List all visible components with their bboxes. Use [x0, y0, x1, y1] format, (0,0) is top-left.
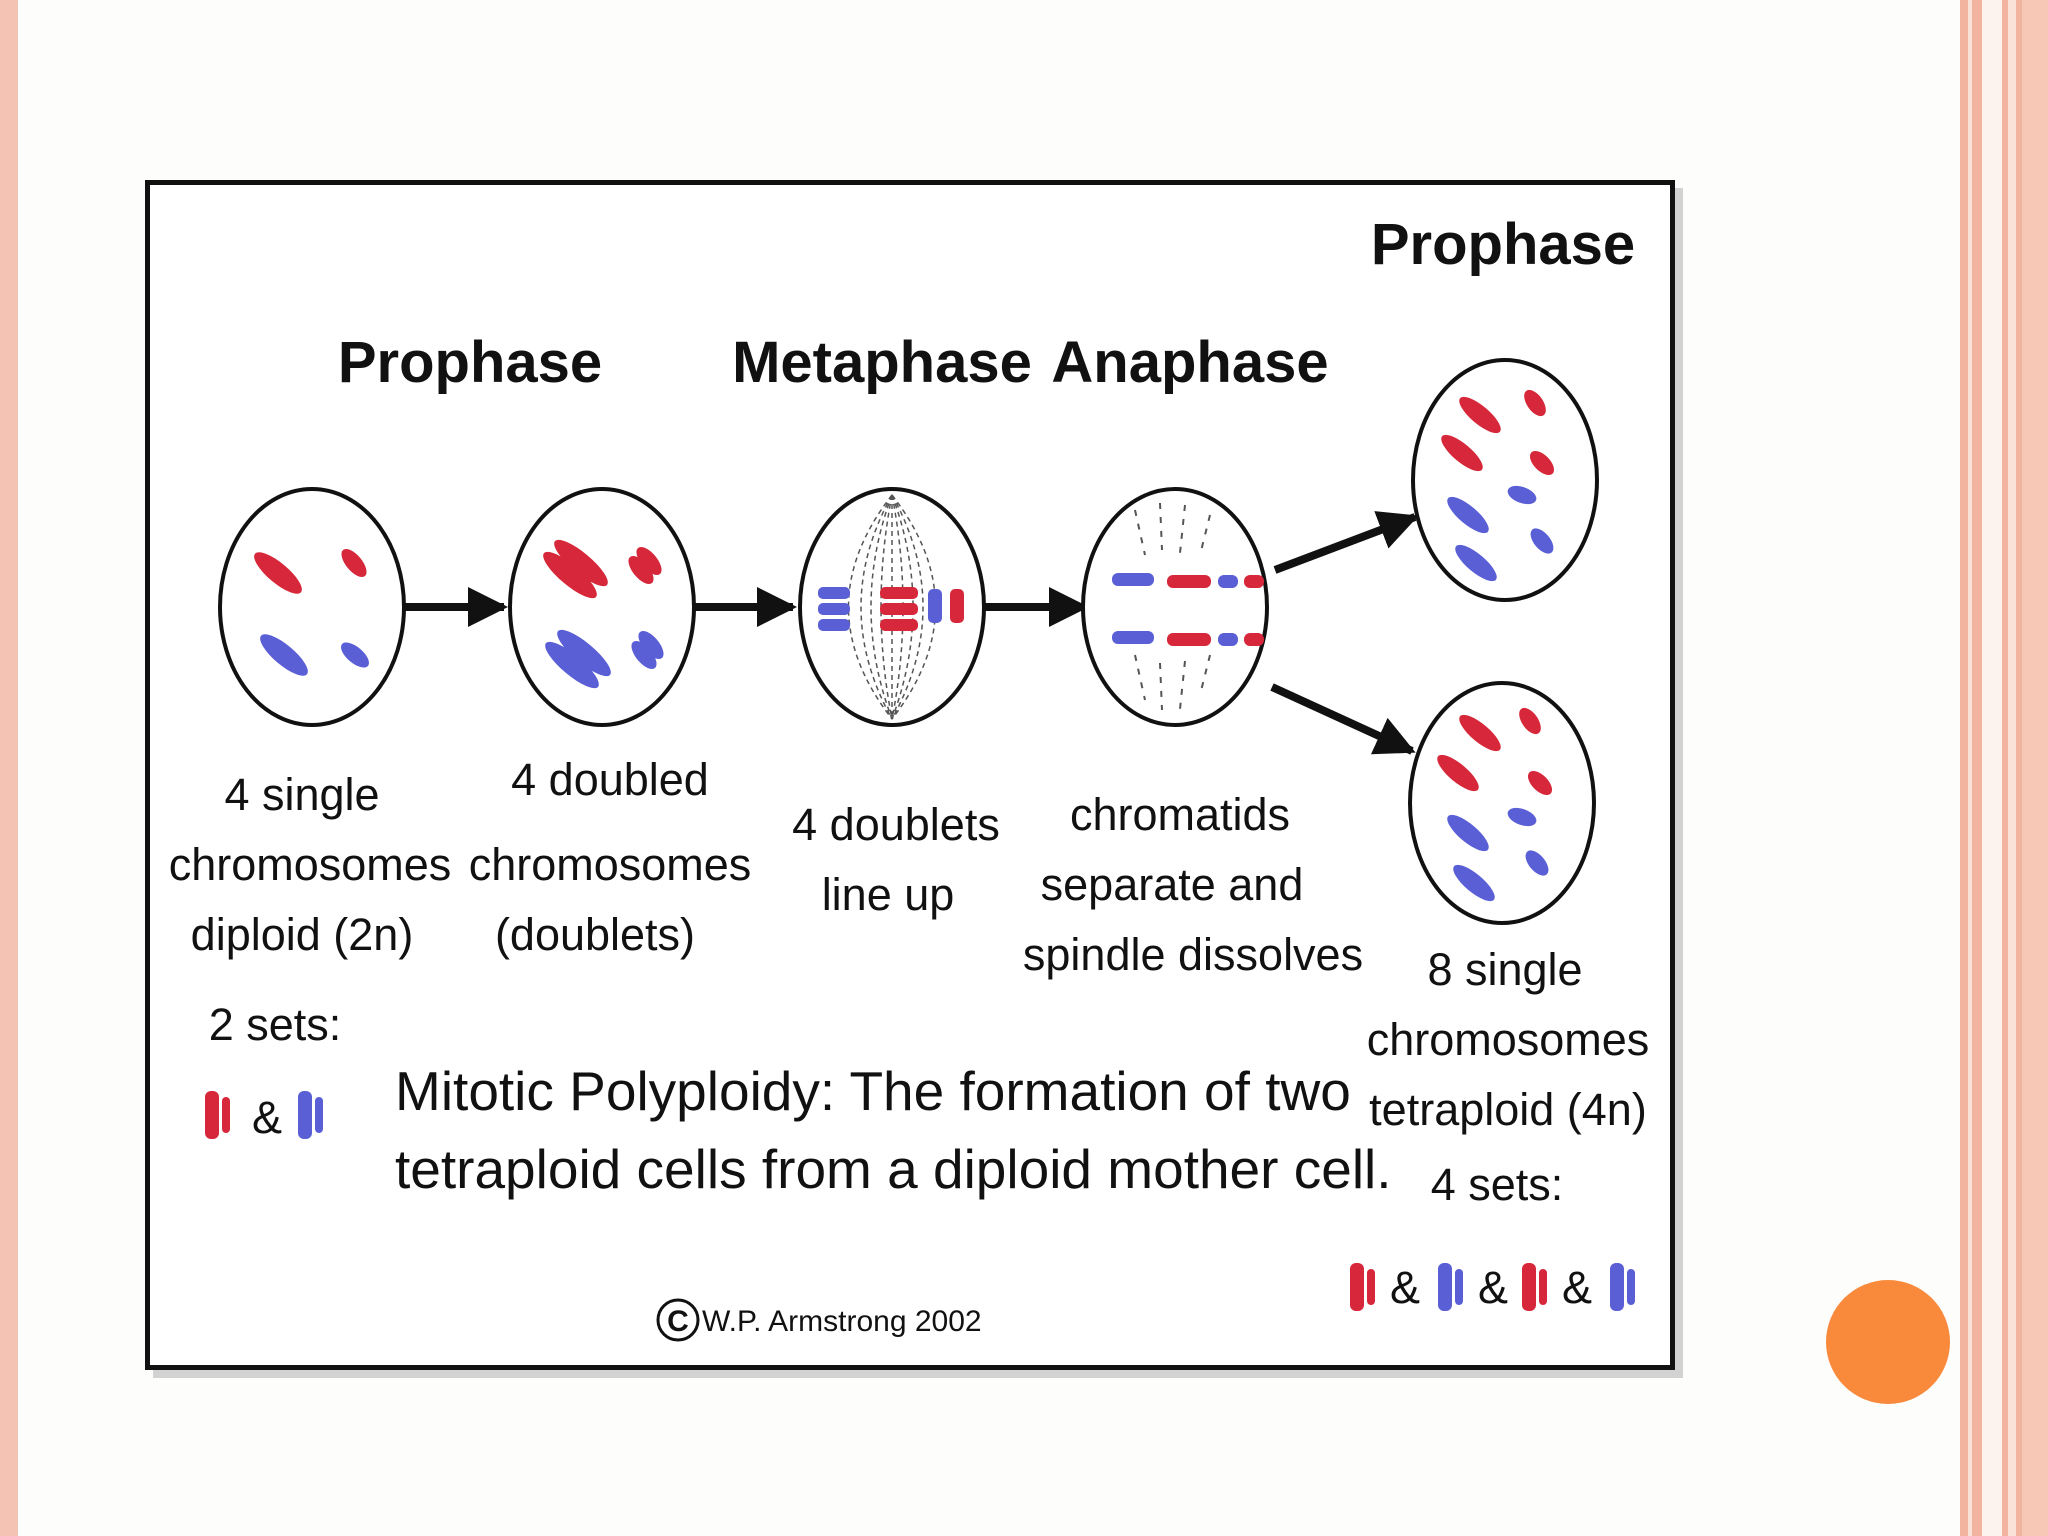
- svg-text:4 doubled: 4 doubled: [511, 754, 709, 805]
- sets-right-label: 4 sets:: [1431, 1159, 1564, 1210]
- header-anaphase: Anaphase: [1051, 330, 1328, 395]
- svg-text:chromosomes: chromosomes: [169, 839, 452, 890]
- mitosis-diagram: Prophase Metaphase Anaphase Prophase: [169, 212, 1650, 1342]
- sets-right-legend: & & &: [1350, 1262, 1635, 1313]
- cell-prophase-single: [218, 487, 406, 727]
- cell-prophase-doubled: [508, 487, 696, 727]
- svg-text:4 single: 4 single: [224, 769, 379, 820]
- label-cell2: 4 doubled chromosomes (doublets): [469, 754, 752, 960]
- svg-text:4 doublets: 4 doublets: [792, 799, 1000, 850]
- copyright: C W.P. Armstrong 2002: [656, 1298, 982, 1342]
- sets-left-legend: &: [205, 1091, 323, 1143]
- svg-text:separate and: separate and: [1041, 859, 1304, 910]
- svg-text:chromosomes: chromosomes: [1367, 1014, 1650, 1065]
- label-daughters: 8 single chromosomes tetraploid (4n): [1367, 944, 1650, 1135]
- cell-daughter-bottom: [1408, 681, 1596, 925]
- svg-text:chromatids: chromatids: [1070, 789, 1290, 840]
- svg-text:diploid (2n): diploid (2n): [191, 909, 414, 960]
- svg-text:chromosomes: chromosomes: [469, 839, 752, 890]
- svg-text:spindle dissolves: spindle dissolves: [1023, 929, 1363, 980]
- svg-text:line up: line up: [822, 869, 955, 920]
- cell-daughter-top: [1411, 358, 1599, 602]
- svg-text:Mitotic Polyploidy: The forma: Mitotic Polyploidy: The formation of two: [395, 1060, 1351, 1122]
- label-cell3: 4 doublets line up: [792, 799, 1000, 920]
- svg-text:&: &: [1390, 1262, 1420, 1313]
- mitosis-figure: Prophase Metaphase Anaphase Prophase: [145, 180, 1675, 1370]
- sets-left-label: 2 sets:: [209, 999, 342, 1050]
- right-decor-stripes: [1960, 0, 2048, 1536]
- label-cell4: chromatids separate and spindle dissolve…: [1023, 789, 1363, 980]
- svg-text:8 single: 8 single: [1427, 944, 1582, 995]
- cell-anaphase: [1081, 487, 1269, 727]
- process-arrows: [402, 511, 1419, 755]
- svg-text:&: &: [252, 1092, 282, 1143]
- svg-text:tetraploid (4n): tetraploid (4n): [1369, 1084, 1647, 1135]
- header-metaphase: Metaphase: [732, 330, 1032, 395]
- svg-text:C: C: [667, 1305, 689, 1338]
- svg-text:(doublets): (doublets): [495, 909, 695, 960]
- figure-caption: Mitotic Polyploidy: The formation of two…: [395, 1060, 1392, 1200]
- header-prophase-1: Prophase: [338, 330, 602, 395]
- header-prophase-2: Prophase: [1371, 212, 1635, 277]
- svg-text:&: &: [1478, 1262, 1508, 1313]
- svg-text:&: &: [1562, 1262, 1592, 1313]
- left-decor-band: [0, 0, 18, 1536]
- label-cell1: 4 single chromosomes diploid (2n): [169, 769, 452, 960]
- svg-text:tetraploid cells from a diploi: tetraploid cells from a diploid mother c…: [395, 1138, 1392, 1200]
- orange-circle-decor: [1826, 1280, 1950, 1404]
- svg-text:W.P. Armstrong 2002: W.P. Armstrong 2002: [702, 1305, 982, 1338]
- cell-metaphase: [798, 487, 986, 727]
